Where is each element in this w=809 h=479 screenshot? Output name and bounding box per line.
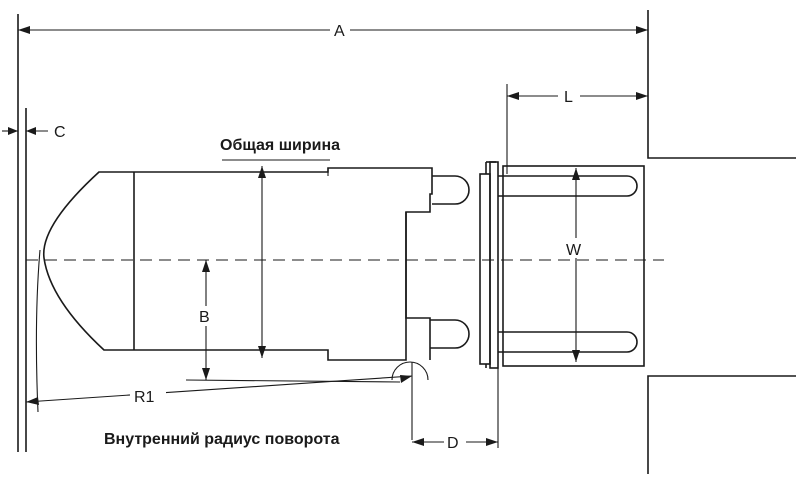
dimension-a-label: A bbox=[334, 23, 345, 40]
dimension-overall-width bbox=[222, 159, 330, 358]
dimension-r1 bbox=[25, 362, 413, 440]
mast-plate bbox=[479, 161, 499, 369]
wall-left bbox=[17, 14, 27, 452]
wall-right-lower bbox=[647, 375, 796, 474]
fork-tine-lower bbox=[498, 331, 638, 353]
overall-width-label: Общая ширина bbox=[220, 137, 340, 154]
dimension-r1-label: R1 bbox=[134, 389, 155, 406]
dimension-l bbox=[506, 84, 648, 174]
dimension-l-label: L bbox=[564, 89, 573, 106]
dimension-c bbox=[2, 127, 48, 135]
fork-tine-upper bbox=[498, 175, 638, 197]
dimension-a bbox=[18, 20, 648, 38]
tilt-cylinder-lower bbox=[430, 319, 470, 349]
dimension-b bbox=[185, 260, 401, 383]
dimension-c-label: C bbox=[54, 124, 66, 141]
wall-right-upper bbox=[647, 10, 796, 159]
dimension-d-label: D bbox=[447, 435, 459, 452]
tilt-cylinder-upper bbox=[432, 175, 470, 205]
forklift-body bbox=[42, 167, 433, 361]
dimension-b-label: B bbox=[199, 309, 210, 326]
dimension-w bbox=[564, 168, 588, 362]
pallet-load bbox=[502, 165, 645, 367]
pivot-arc bbox=[391, 361, 429, 381]
inner-turning-radius-label: Внутренний радиус поворота bbox=[104, 431, 340, 448]
outer-turning-arc bbox=[35, 249, 41, 413]
dimension-d bbox=[412, 368, 499, 452]
dimension-w-label: W bbox=[566, 242, 582, 259]
